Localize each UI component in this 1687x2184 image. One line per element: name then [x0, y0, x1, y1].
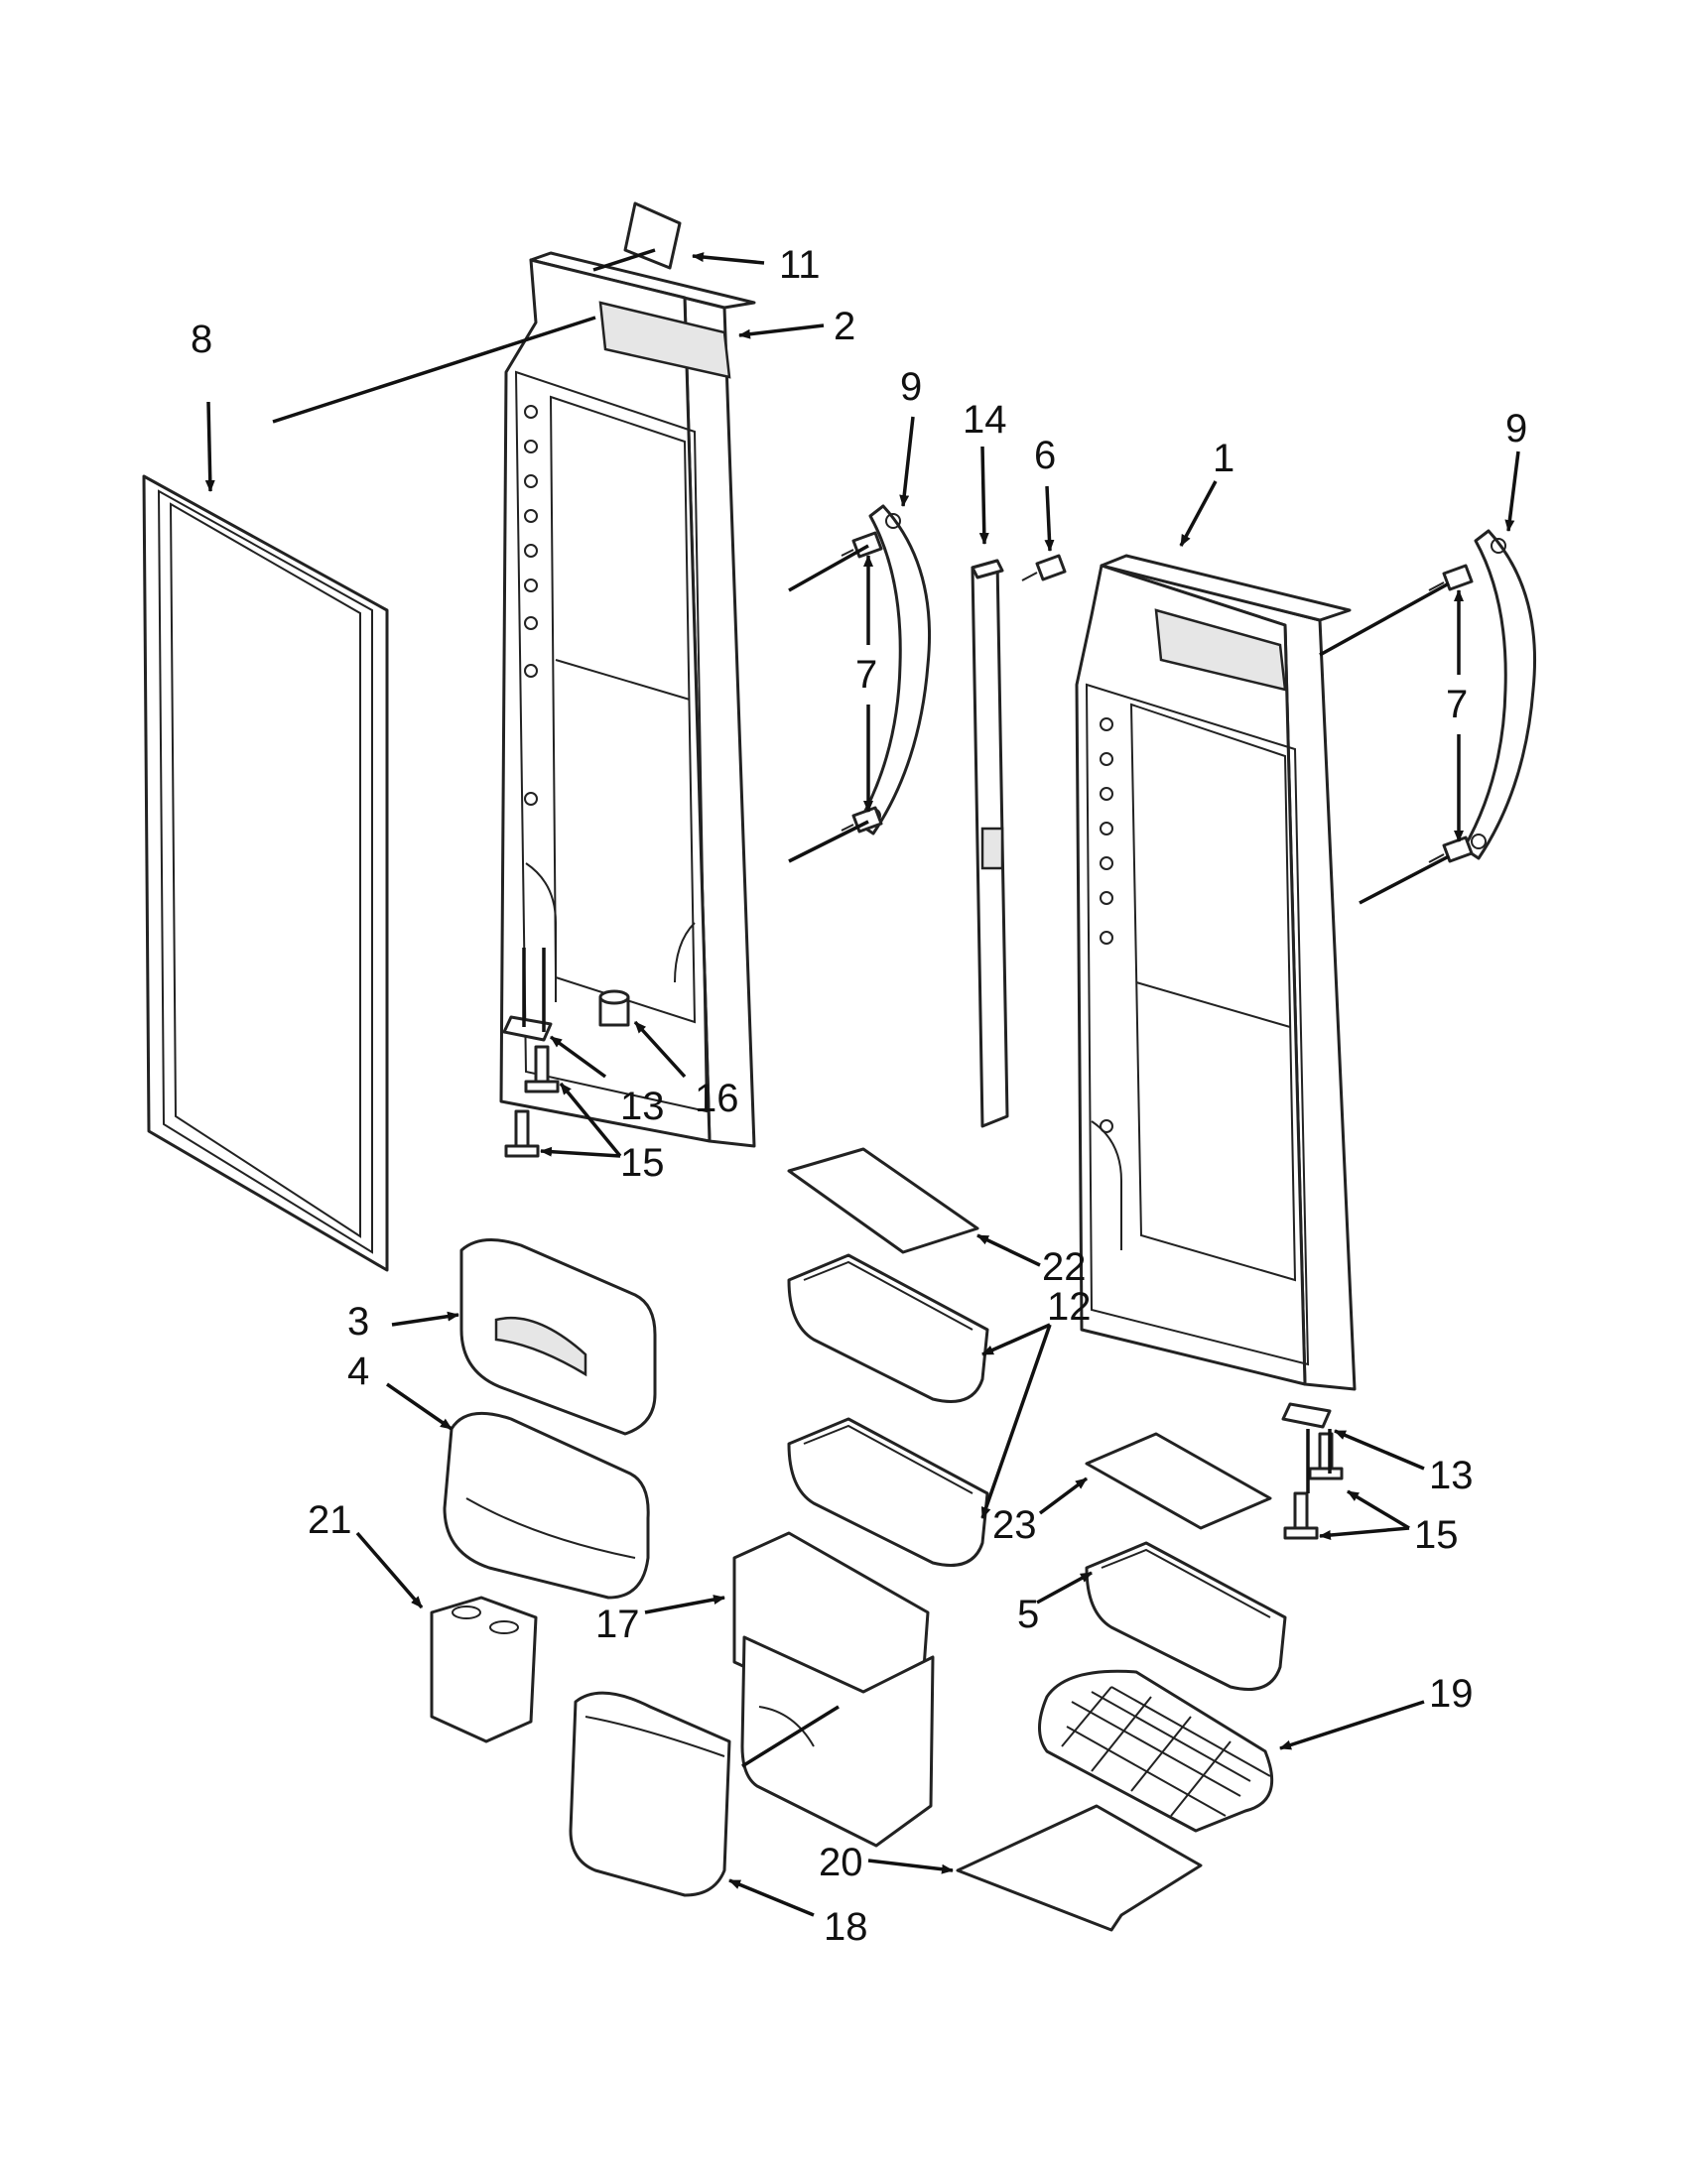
callout-13-right: 13: [1429, 1454, 1474, 1497]
part-11-label-sheet: [623, 201, 682, 270]
callout-8: 8: [191, 318, 212, 361]
callout-15-left: 15: [620, 1141, 665, 1185]
leader-arrows: [204, 252, 1520, 1917]
callout-17: 17: [595, 1603, 640, 1646]
door-bin-bosses: [524, 405, 538, 806]
callout-2: 2: [834, 305, 855, 348]
part-22-bin-cover: [787, 1147, 979, 1254]
callout-15-right: 15: [1414, 1513, 1459, 1557]
part-19-grille: [1038, 1669, 1274, 1833]
callout-5: 5: [1017, 1593, 1039, 1636]
part-12-door-bin-lower: [787, 1417, 989, 1567]
part-2-left-door: [499, 251, 756, 1148]
callout-4: 4: [347, 1349, 369, 1393]
part-15-screws-right: [1283, 1432, 1344, 1540]
right-door-bin-bosses: [1100, 717, 1113, 1133]
part-17-bin: [732, 1531, 935, 1848]
part-20-tray: [956, 1804, 1203, 1932]
callout-7-left: 7: [855, 653, 877, 697]
part-4-dairy-bin: [443, 1411, 650, 1600]
part-3-dairy-door: [459, 1238, 657, 1436]
part-16-pin: [598, 989, 630, 1027]
callout-23: 23: [992, 1503, 1037, 1547]
callout-1: 1: [1213, 437, 1234, 480]
callout-21: 21: [308, 1498, 352, 1542]
callout-13-left: 13: [620, 1085, 665, 1128]
callout-22: 22: [1042, 1245, 1087, 1289]
part-13-hinge-right: [1281, 1402, 1332, 1429]
part-9-handle-right: [1462, 529, 1537, 860]
part-5-door-bin: [1085, 1541, 1287, 1691]
callout-20: 20: [819, 1841, 863, 1884]
callout-9-left: 9: [900, 365, 922, 409]
callout-7-right: 7: [1446, 683, 1468, 726]
callout-labels: 11 2 8 9 14 6 1 9 7 7 13 16 15 22 12 3 4…: [191, 243, 1527, 1949]
callout-9-right: 9: [1505, 407, 1527, 450]
part-8-door-gasket: [142, 474, 389, 1272]
callout-12: 12: [1047, 1285, 1092, 1329]
callout-3: 3: [347, 1300, 369, 1344]
part-6-screw: [1021, 554, 1067, 581]
part-13-hinge-left: [502, 1015, 553, 1042]
part-1-right-door: [1075, 554, 1357, 1391]
reference-lines: [272, 248, 1450, 1768]
part-12-door-bin-upper: [787, 1253, 989, 1403]
part-15-screws-left: [504, 1045, 560, 1158]
part-23-bin-cover: [1085, 1432, 1272, 1530]
callout-19: 19: [1429, 1672, 1474, 1716]
callout-11: 11: [779, 243, 821, 287]
callout-16: 16: [695, 1077, 739, 1120]
part-21-cup: [430, 1596, 538, 1743]
callout-18: 18: [824, 1905, 868, 1949]
part-18-bucket: [569, 1691, 731, 1897]
part-14-mullion: [971, 559, 1009, 1128]
callout-6: 6: [1034, 434, 1056, 477]
callout-14: 14: [963, 398, 1007, 442]
